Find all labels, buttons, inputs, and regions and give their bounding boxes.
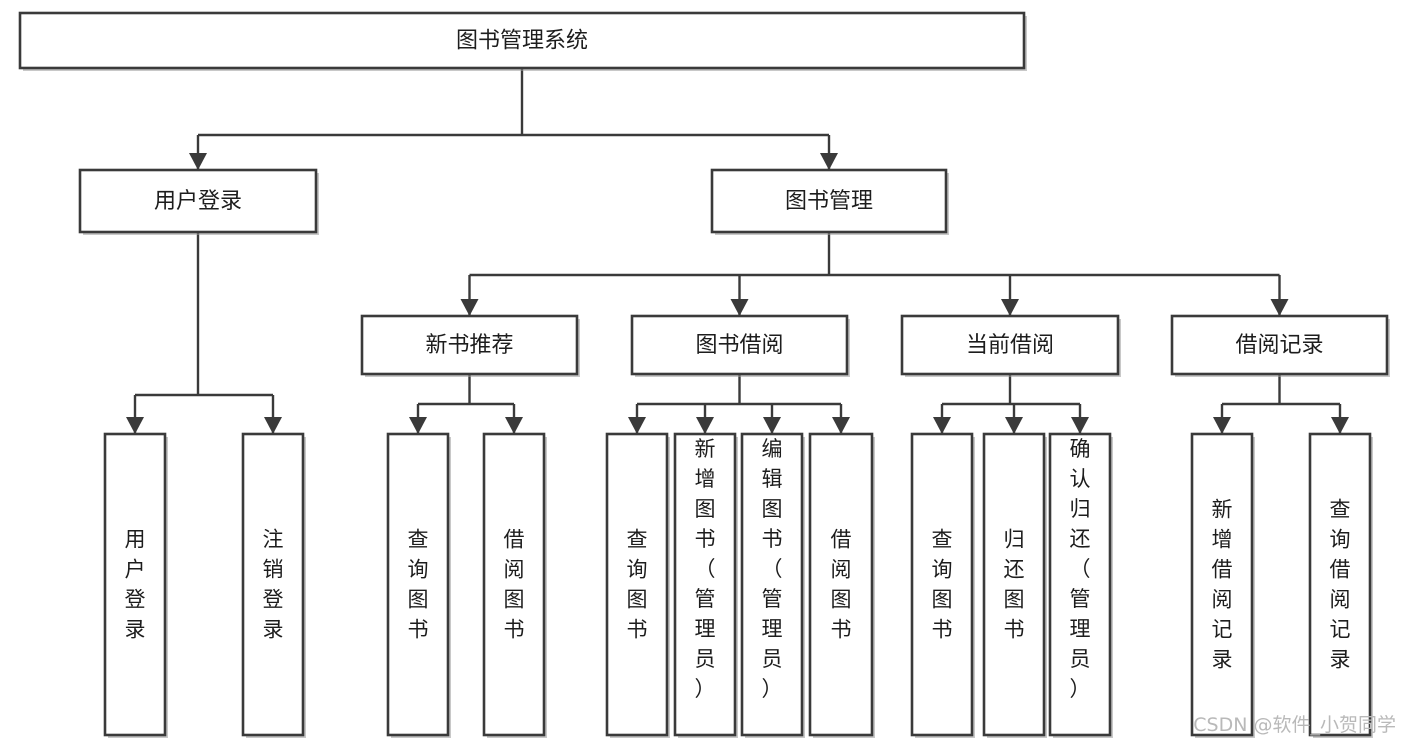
node-leaf-confirm-return[interactable]: 确认归还（管理员）	[1048, 432, 1113, 738]
node-label: 确认归还（管理员）	[1070, 437, 1091, 701]
arrow-head	[1005, 417, 1023, 434]
arrow-head	[264, 417, 282, 434]
node-root[interactable]: 图书管理系统	[18, 11, 1027, 71]
node-label: 用户登录	[154, 189, 242, 214]
node-leaf-query-borrow-record[interactable]: 查询借阅记录	[1308, 432, 1373, 738]
node-leaf-return-book[interactable]: 归还图书	[982, 432, 1047, 738]
node-book-borrow[interactable]: 图书借阅	[630, 314, 850, 377]
arrow-head	[820, 153, 838, 170]
node-label: 编辑图书（管理员）	[762, 437, 783, 701]
arrow-head	[505, 417, 523, 434]
node-label: 查询图书	[627, 528, 648, 642]
node-leaf-query-book-borrow[interactable]: 查询图书	[605, 432, 670, 738]
arrow-head	[1071, 417, 1089, 434]
node-label: 新增图书（管理员）	[695, 437, 716, 701]
node-label: 当前借阅	[966, 333, 1054, 358]
node-label: 新增借阅记录	[1212, 498, 1233, 672]
node-label: 图书管理系统	[456, 29, 588, 54]
node-user-login[interactable]: 用户登录	[78, 168, 319, 235]
csdn-watermark: CSDN @软件_小贺同学	[1193, 714, 1396, 736]
node-leaf-add-borrow-record[interactable]: 新增借阅记录	[1190, 432, 1255, 738]
arrow-head	[1213, 417, 1231, 434]
node-label: 借阅记录	[1235, 333, 1323, 358]
arrow-head	[730, 299, 749, 316]
node-label: 借阅图书	[504, 528, 525, 642]
node-leaf-borrow-book[interactable]: 借阅图书	[808, 432, 875, 738]
arrow-head	[189, 153, 207, 170]
arrow-head	[1331, 417, 1349, 434]
node-leaf-user-logout[interactable]: 注销登录	[241, 432, 306, 738]
node-label: 查询图书	[932, 528, 953, 642]
node-new-book-recommend[interactable]: 新书推荐	[360, 314, 580, 377]
connector-layer	[126, 68, 1349, 434]
arrow-head	[126, 417, 144, 434]
arrow-head	[460, 299, 479, 316]
node-book-management[interactable]: 图书管理	[710, 168, 949, 235]
arrow-head	[933, 417, 951, 434]
node-borrow-record[interactable]: 借阅记录	[1170, 314, 1390, 377]
node-label: 新书推荐	[425, 333, 513, 358]
node-leaf-add-book[interactable]: 新增图书（管理员）	[673, 432, 738, 738]
arrow-head	[409, 417, 427, 434]
node-current-borrow[interactable]: 当前借阅	[900, 314, 1121, 377]
arrow-head	[628, 417, 646, 434]
arrow-head	[832, 417, 850, 434]
node-label: 查询图书	[408, 528, 429, 642]
node-layer: 图书管理系统用户登录图书管理新书推荐图书借阅当前借阅借阅记录用户登录注销登录查询…	[18, 11, 1390, 738]
node-label: 注销登录	[263, 528, 284, 642]
node-label: 图书借阅	[695, 333, 783, 358]
arrow-head	[696, 417, 714, 434]
node-label: 归还图书	[1004, 528, 1025, 642]
node-label: 查询借阅记录	[1330, 498, 1351, 672]
arrow-head	[1001, 299, 1019, 316]
node-leaf-borrow-book-recommend[interactable]: 借阅图书	[482, 432, 547, 738]
node-label: 图书管理	[785, 189, 873, 214]
arrow-head	[763, 417, 781, 434]
node-leaf-edit-book[interactable]: 编辑图书（管理员）	[740, 432, 805, 738]
node-leaf-query-book-current[interactable]: 查询图书	[910, 432, 975, 738]
node-leaf-user-login[interactable]: 用户登录	[103, 432, 168, 738]
node-label: 用户登录	[125, 528, 146, 642]
node-leaf-query-book-recommend[interactable]: 查询图书	[386, 432, 451, 738]
node-label: 借阅图书	[831, 528, 852, 642]
arrow-head	[1270, 299, 1289, 316]
